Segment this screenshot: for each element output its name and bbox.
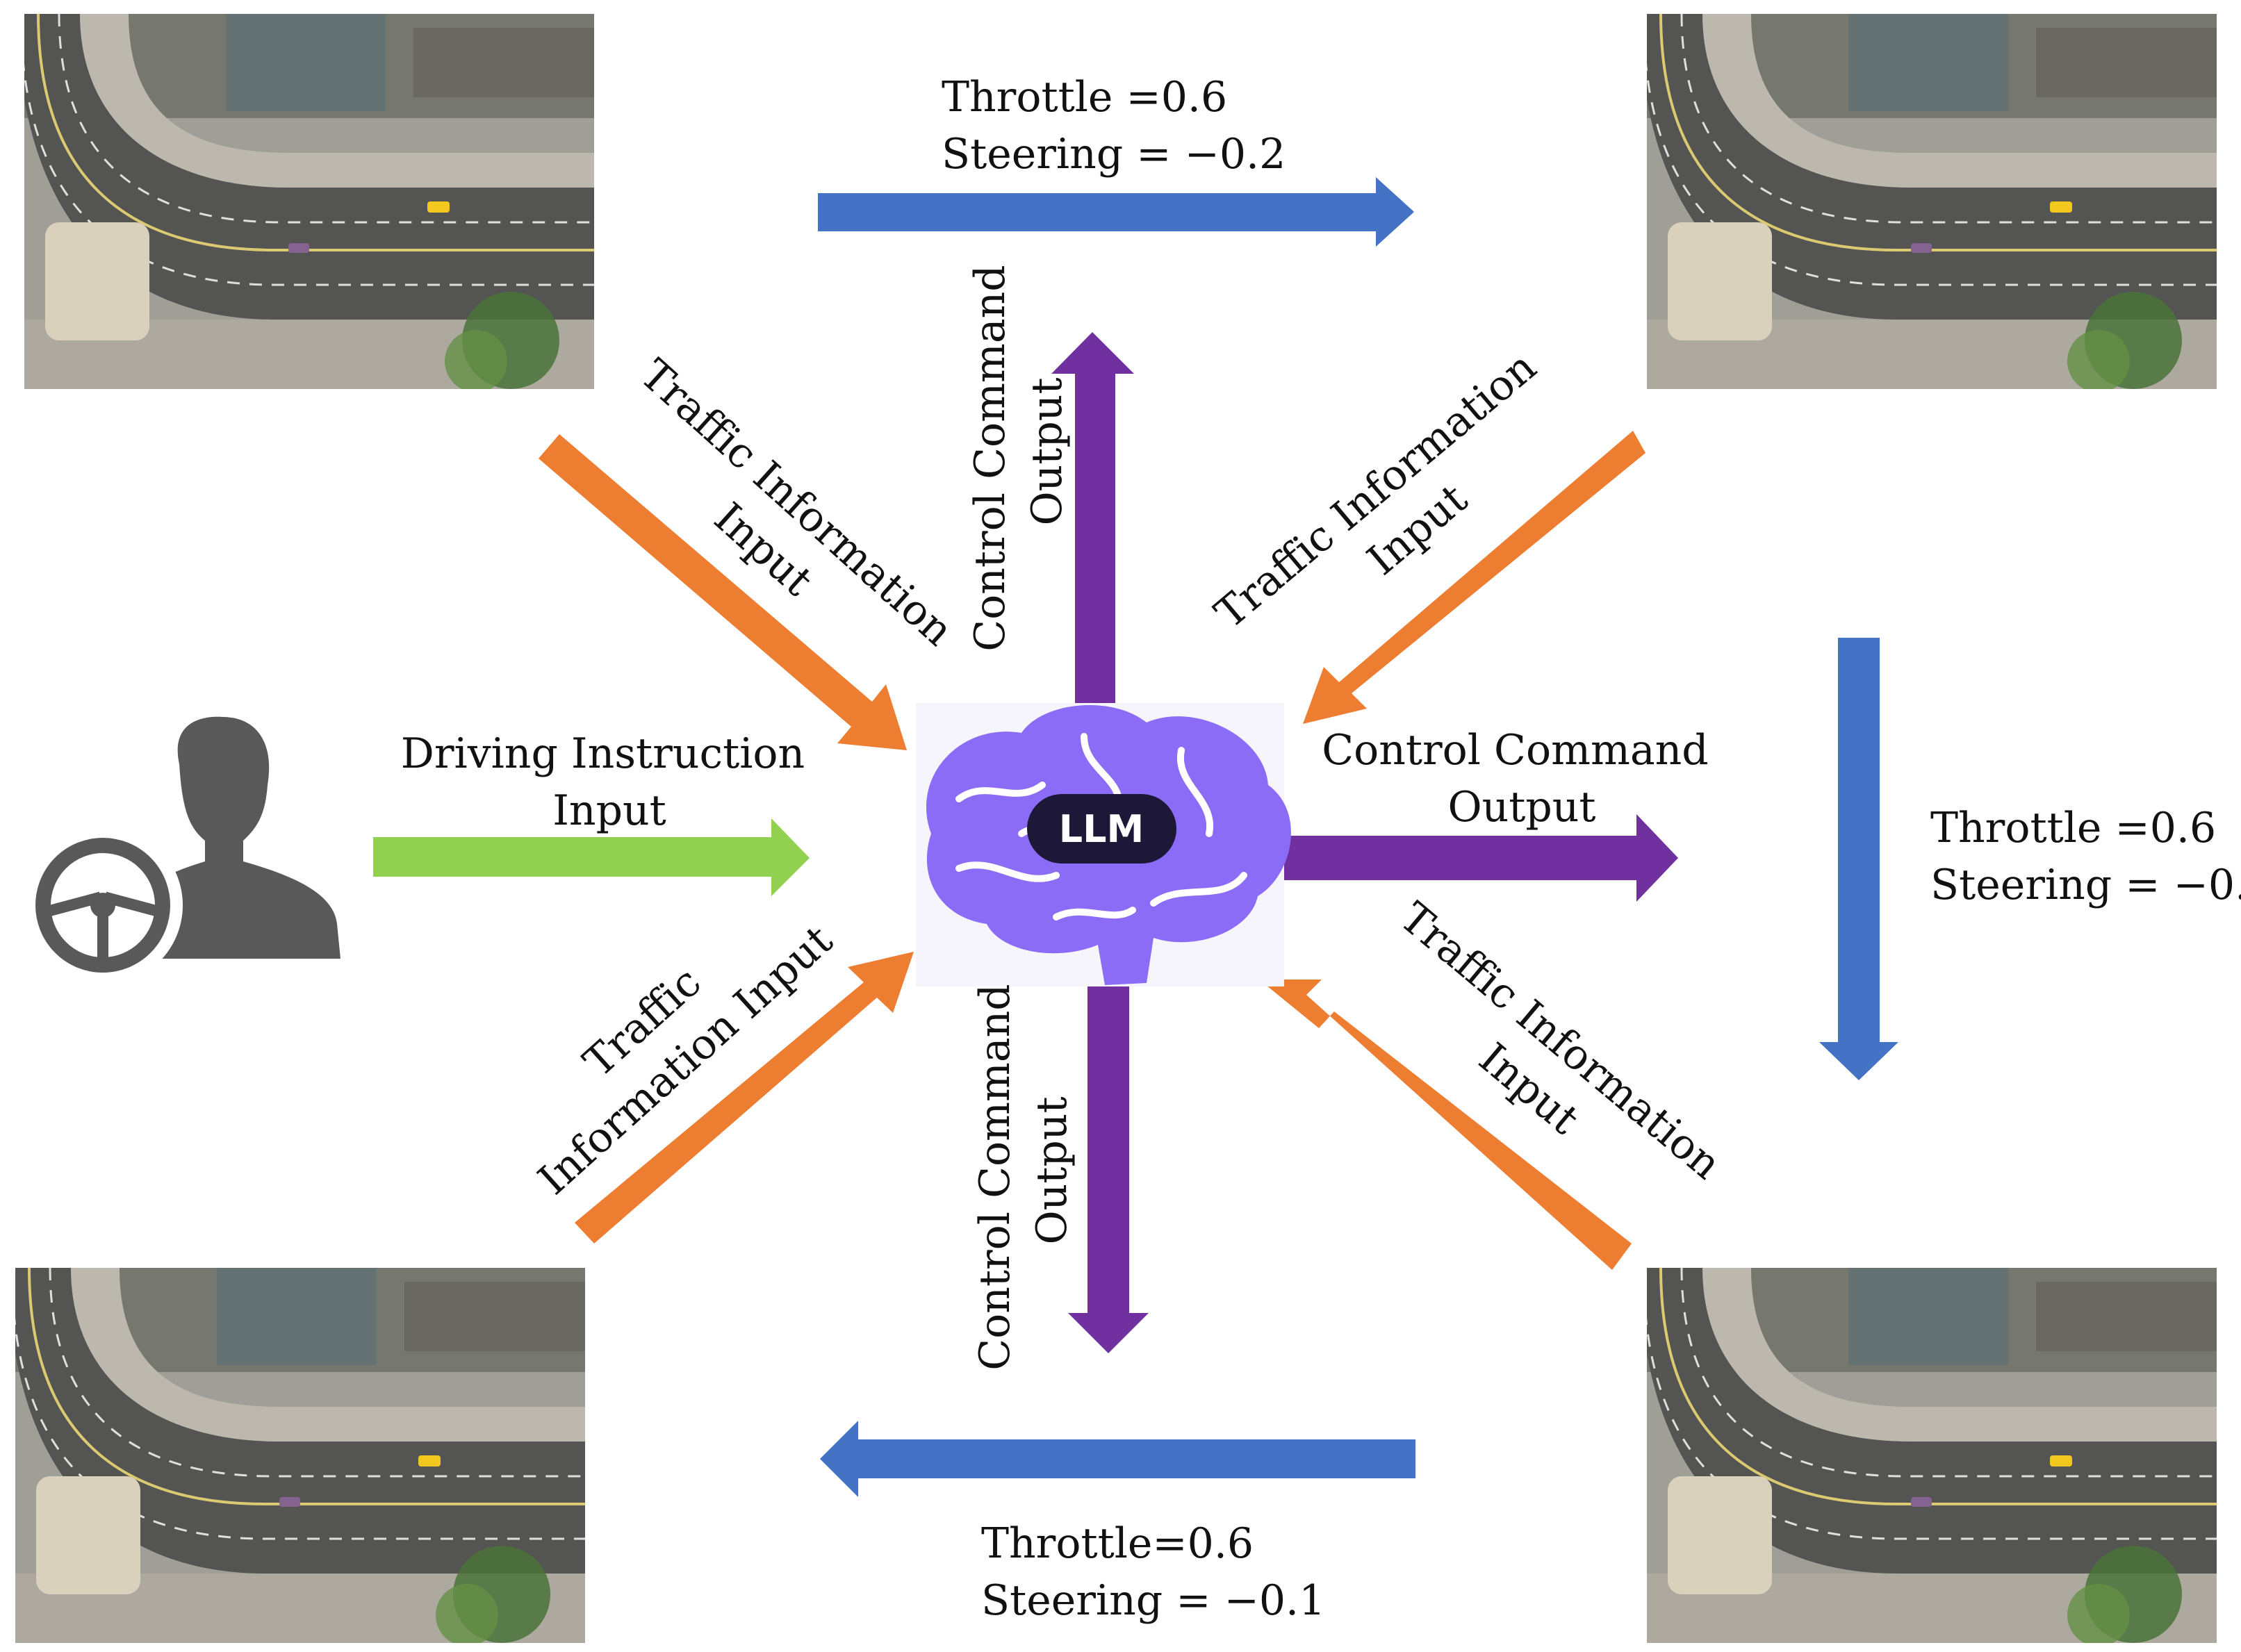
control-output-arrow-right <box>1284 814 1678 902</box>
command-values-right: Throttle =0.6 Steering = −0.2 <box>1930 804 2241 909</box>
command-values-bottom: Throttle=0.6 Steering = −0.1 <box>981 1519 1325 1625</box>
feedback-arrow-right <box>1819 638 1898 1080</box>
scene-image-top-right <box>1647 14 2217 389</box>
driving-instruction-arrow <box>373 818 810 896</box>
driver-with-steering-wheel-icon <box>23 716 340 985</box>
control-output-label-bottom: Control Command Output <box>971 970 1076 1371</box>
scene-image-bottom-left <box>15 1268 585 1643</box>
feedback-arrow-top <box>818 177 1414 247</box>
traffic-input-arrow-top-left <box>539 434 907 750</box>
scene-image-bottom-right <box>1647 1268 2217 1643</box>
control-output-label-right: Control Command Output <box>1322 726 1722 832</box>
traffic-input-arrow-top-right <box>1303 431 1645 724</box>
llm-badge-label: LLM <box>1059 807 1144 851</box>
command-values-top: Throttle =0.6 Steering = −0.2 <box>942 73 1286 179</box>
scene-image-top-left <box>24 14 594 389</box>
control-output-arrow-bottom <box>1068 986 1149 1353</box>
feedback-arrow-bottom <box>820 1421 1415 1497</box>
brain-icon: LLM <box>916 703 1291 986</box>
driving-instruction-label: Driving Instruction Input <box>401 729 819 835</box>
traffic-input-arrow-bottom-right <box>1259 980 1632 1270</box>
traffic-input-label-top-right: Traffic Information Input <box>1206 334 1593 682</box>
control-output-label-top: Control Command Output <box>966 251 1072 652</box>
traffic-input-arrow-bottom-left <box>575 952 914 1244</box>
control-output-arrow-top <box>1051 332 1134 705</box>
